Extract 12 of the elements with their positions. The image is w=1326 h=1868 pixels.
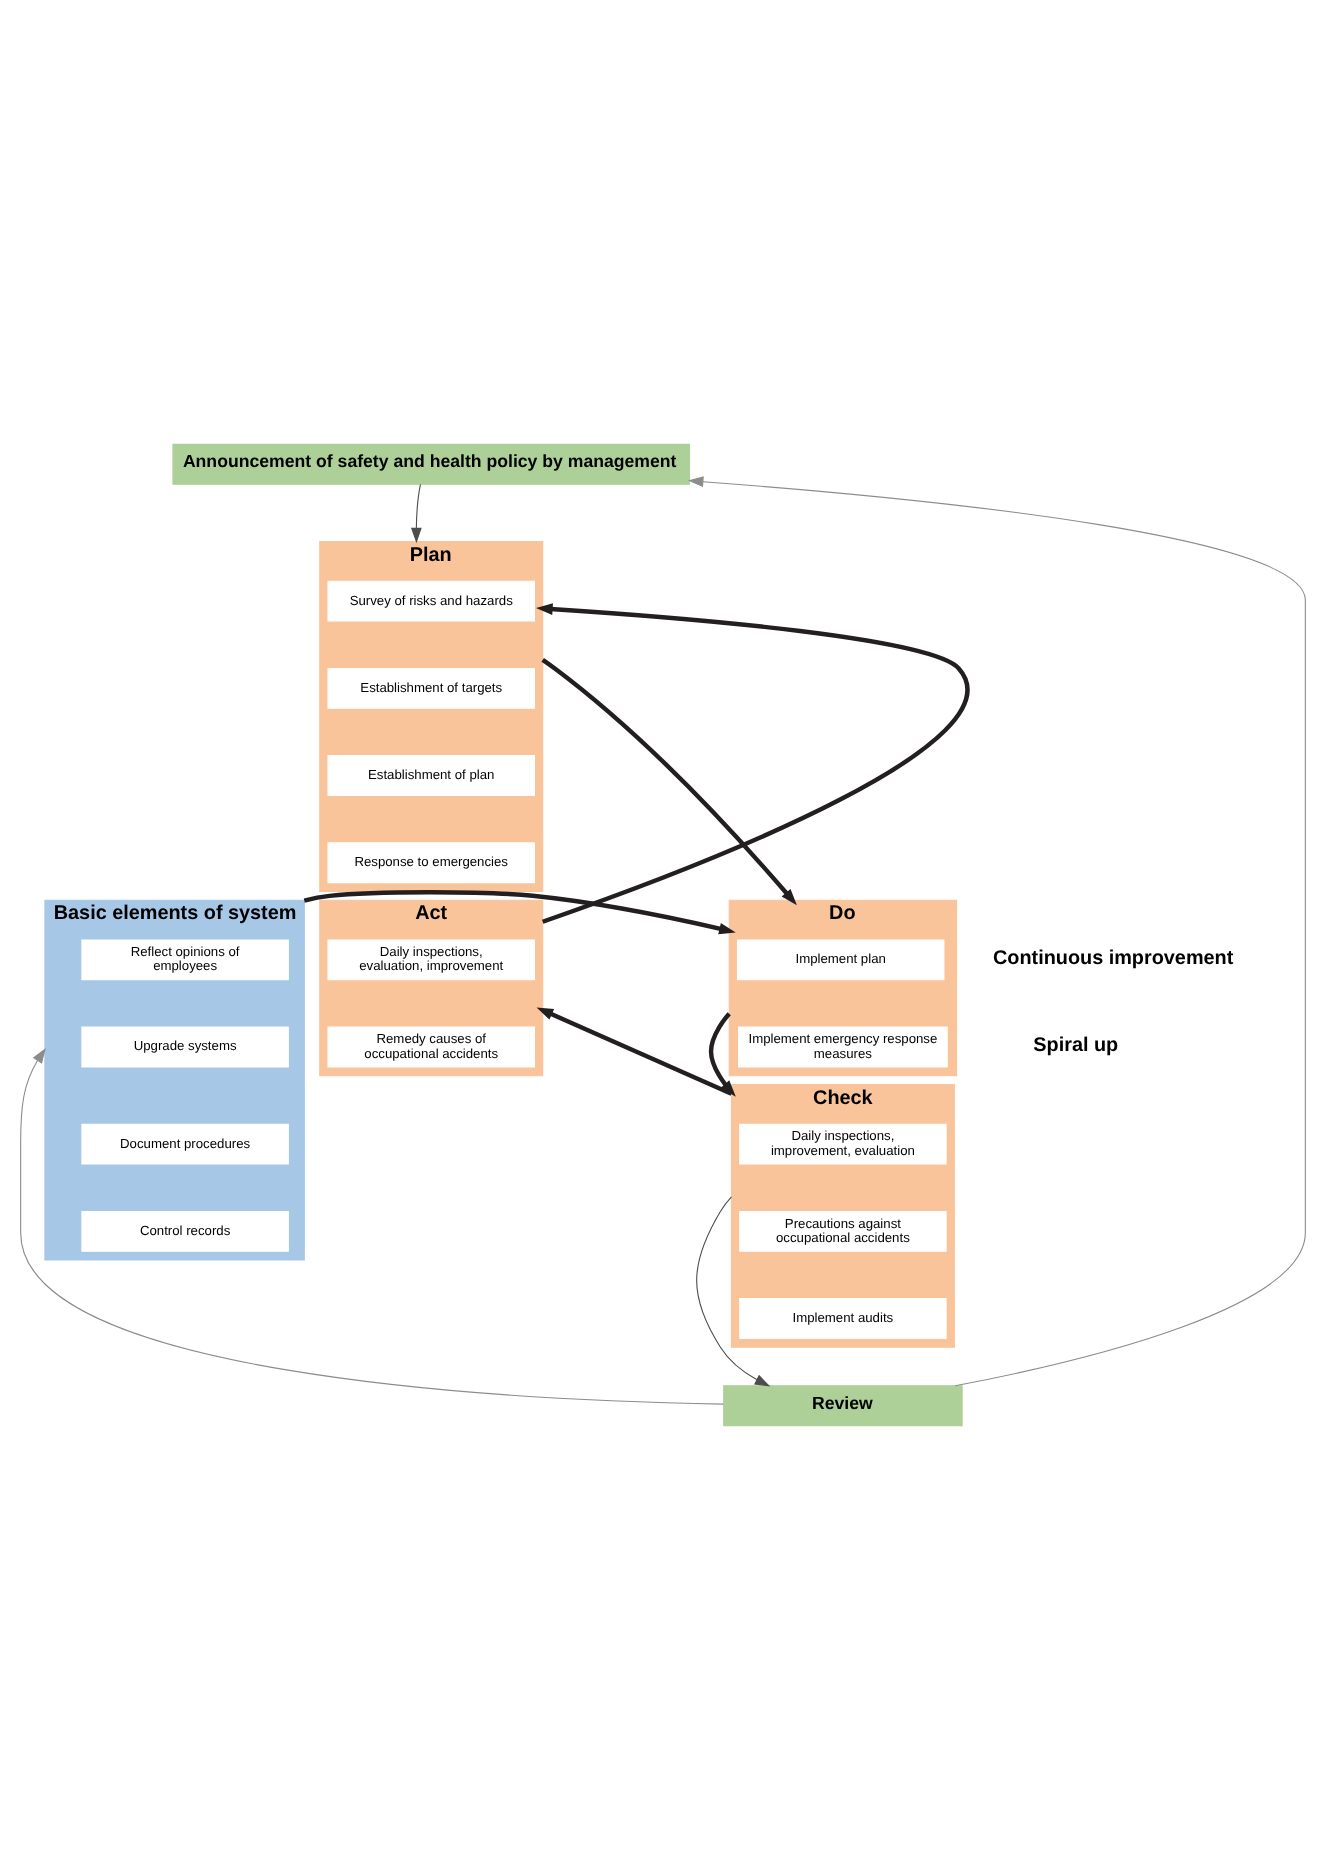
node-box: Review: [723, 1384, 963, 1426]
arrow: [708, 1011, 736, 1096]
arrow: [536, 1006, 733, 1095]
label: Spiral up: [1033, 1033, 1119, 1056]
arrow: [687, 475, 1306, 1386]
arrow: [20, 1046, 724, 1404]
label: Continuous improvement: [993, 946, 1234, 969]
arrow: [696, 1195, 771, 1386]
arrow: [410, 482, 422, 543]
node-box: Announcement of safety and health policy by management: [172, 442, 691, 484]
arrow: [541, 657, 797, 905]
arrow: [536, 602, 969, 923]
